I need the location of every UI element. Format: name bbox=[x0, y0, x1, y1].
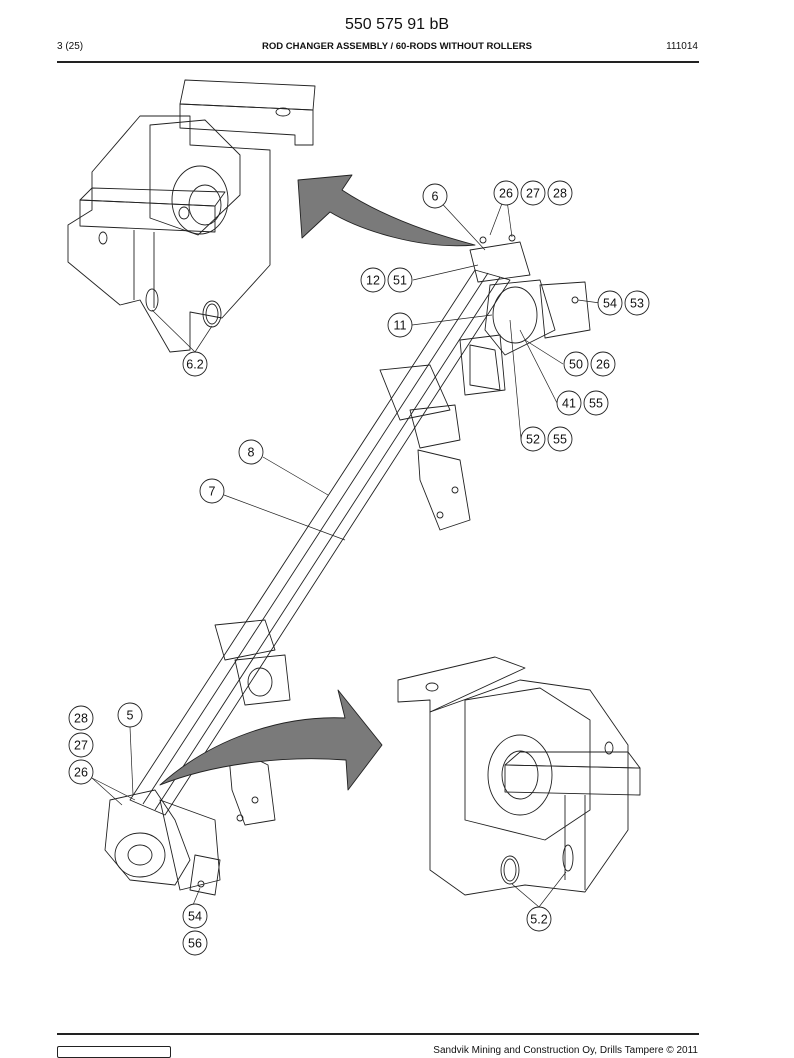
upper-arrow bbox=[297, 174, 476, 247]
svg-text:54: 54 bbox=[603, 297, 617, 311]
svg-text:5: 5 bbox=[127, 709, 134, 723]
callout-56: 56 bbox=[182, 930, 208, 956]
callout-41: 41 bbox=[556, 390, 582, 416]
svg-text:50: 50 bbox=[569, 358, 583, 372]
callout-6-2: 6.2 bbox=[182, 351, 208, 377]
revision-date: 111014 bbox=[666, 41, 698, 52]
callout-28-b: 28 bbox=[68, 705, 94, 731]
callout-26-b: 26 bbox=[590, 351, 616, 377]
callout-27: 27 bbox=[520, 180, 546, 206]
svg-text:12: 12 bbox=[366, 274, 380, 288]
callout-6: 6 bbox=[422, 183, 448, 209]
callout-53: 53 bbox=[624, 290, 650, 316]
leader-lines bbox=[91, 192, 601, 908]
callout-54-bottom: 54 bbox=[182, 903, 208, 929]
svg-text:7: 7 bbox=[209, 485, 216, 499]
svg-text:6: 6 bbox=[432, 190, 439, 204]
svg-text:8: 8 bbox=[248, 446, 255, 460]
callout-27-b: 27 bbox=[68, 732, 94, 758]
callout-5-2: 5.2 bbox=[526, 906, 552, 932]
callout-52: 52 bbox=[520, 426, 546, 452]
svg-text:28: 28 bbox=[553, 187, 567, 201]
callout-7: 7 bbox=[199, 478, 225, 504]
svg-text:55: 55 bbox=[589, 397, 603, 411]
svg-text:56: 56 bbox=[188, 937, 202, 951]
middle-clamps bbox=[214, 619, 291, 706]
footer-copyright: Sandvik Mining and Construction Oy, Dril… bbox=[433, 1045, 698, 1056]
callout-55-a: 55 bbox=[583, 390, 609, 416]
callout-8: 8 bbox=[238, 439, 264, 465]
detail-view-top bbox=[67, 79, 316, 353]
svg-text:27: 27 bbox=[74, 739, 88, 753]
svg-text:26: 26 bbox=[74, 766, 88, 780]
svg-text:51: 51 bbox=[393, 274, 407, 288]
callout-5: 5 bbox=[117, 702, 143, 728]
lower-arrow bbox=[159, 689, 383, 791]
callout-26: 26 bbox=[493, 180, 519, 206]
callout-54-top: 54 bbox=[597, 290, 623, 316]
page-number: 3 (25) bbox=[57, 41, 84, 52]
callout-51: 51 bbox=[387, 267, 413, 293]
main-beam bbox=[129, 269, 511, 816]
header-rule bbox=[57, 61, 699, 63]
callout-26-c: 26 bbox=[68, 759, 94, 785]
footer-rule bbox=[57, 1033, 699, 1035]
svg-text:55: 55 bbox=[553, 433, 567, 447]
svg-text:11: 11 bbox=[394, 319, 407, 333]
svg-text:5.2: 5.2 bbox=[530, 913, 547, 927]
svg-text:26: 26 bbox=[596, 358, 610, 372]
callout-28: 28 bbox=[547, 180, 573, 206]
callout-50: 50 bbox=[563, 351, 589, 377]
company-logo bbox=[57, 1046, 171, 1058]
svg-text:53: 53 bbox=[630, 297, 644, 311]
svg-text:27: 27 bbox=[526, 187, 540, 201]
svg-text:52: 52 bbox=[526, 433, 540, 447]
detail-view-bottom bbox=[397, 656, 641, 896]
document-number: 550 575 91 bB bbox=[344, 16, 450, 33]
svg-text:54: 54 bbox=[188, 910, 202, 924]
svg-text:26: 26 bbox=[499, 187, 513, 201]
callout-12: 12 bbox=[360, 267, 386, 293]
page-title: ROD CHANGER ASSEMBLY / 60-RODS WITHOUT R… bbox=[262, 41, 532, 52]
callout-55-b: 55 bbox=[547, 426, 573, 452]
callout-11: 11 bbox=[387, 312, 413, 338]
svg-text:6.2: 6.2 bbox=[186, 358, 203, 372]
svg-text:28: 28 bbox=[74, 712, 88, 726]
svg-text:41: 41 bbox=[562, 397, 576, 411]
upper-head-assembly bbox=[379, 234, 591, 531]
